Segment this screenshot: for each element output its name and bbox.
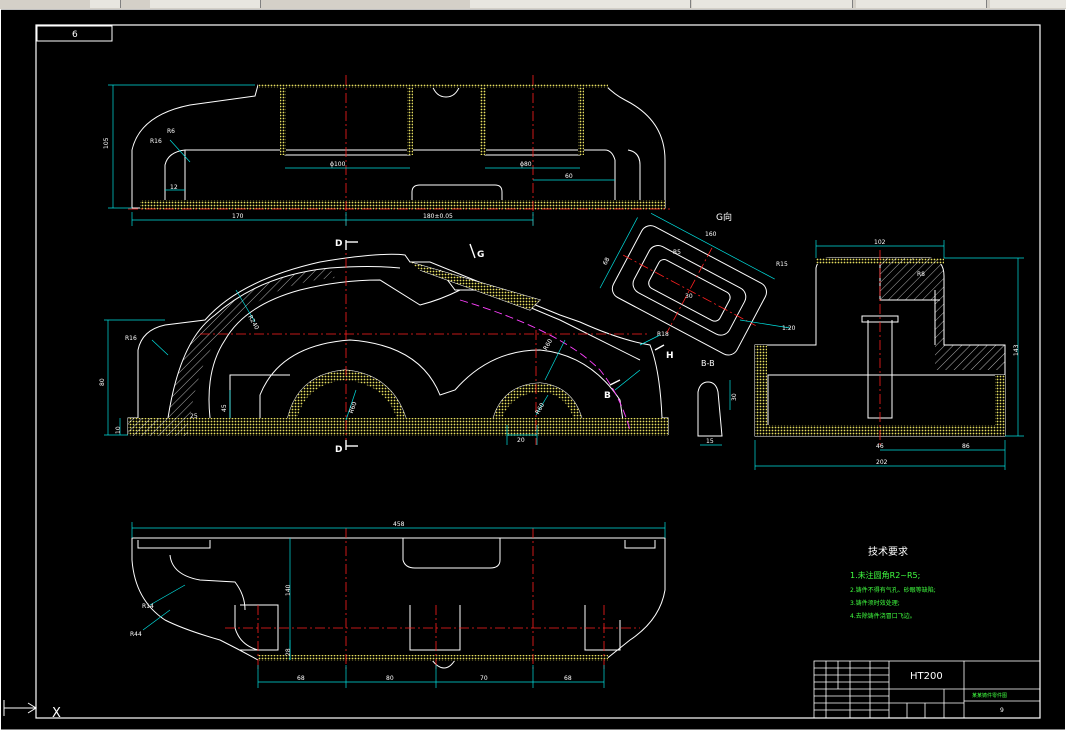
svg-text:68: 68 bbox=[564, 675, 572, 682]
front-view-hidden-lines bbox=[459, 299, 631, 431]
sheet-number: 6 bbox=[72, 30, 78, 40]
svg-text:68: 68 bbox=[297, 675, 305, 682]
tech-title: 技术要求 bbox=[868, 545, 908, 558]
svg-text:60: 60 bbox=[565, 173, 573, 180]
ucs-x-label: X bbox=[52, 706, 61, 721]
svg-text:30: 30 bbox=[731, 393, 738, 401]
bb-section bbox=[697, 319, 791, 446]
tech-item-4: 4.去除铸件浇冒口飞边。 bbox=[850, 612, 916, 620]
svg-text:B-B: B-B bbox=[701, 359, 715, 368]
g-view bbox=[599, 213, 775, 356]
svg-text:D: D bbox=[335, 239, 342, 249]
ucs-icon bbox=[3, 700, 37, 716]
svg-text:46: 46 bbox=[876, 443, 884, 450]
svg-text:12: 12 bbox=[170, 184, 178, 191]
front-view-texts: R16 80 10 45 25 R240 R60 R60 R60 R18 20 bbox=[99, 314, 669, 444]
section-letter-labels: D D G H B bbox=[335, 239, 674, 455]
svg-text:10: 10 bbox=[115, 426, 122, 434]
svg-text:R6: R6 bbox=[167, 128, 175, 135]
tech-item-2: 2.铸件不得有气孔、砂眼等缺陷; bbox=[850, 586, 936, 594]
svg-text:R16: R16 bbox=[125, 335, 137, 342]
title-block bbox=[813, 660, 1041, 719]
svg-text:R5: R5 bbox=[673, 249, 681, 256]
svg-text:140: 140 bbox=[285, 584, 292, 596]
svg-text:102: 102 bbox=[874, 239, 886, 246]
svg-text:R60: R60 bbox=[348, 401, 359, 415]
bottom-view bbox=[131, 537, 666, 669]
tech-item-1: 1.未注圆角R2~R5; bbox=[850, 570, 920, 580]
svg-text:R16: R16 bbox=[150, 138, 162, 145]
svg-text:143: 143 bbox=[1013, 344, 1020, 356]
svg-text:160: 160 bbox=[705, 231, 717, 238]
title-block-sheet: 9 bbox=[1000, 707, 1004, 714]
svg-text:R60: R60 bbox=[542, 338, 554, 352]
right-view-dimensions bbox=[754, 240, 1024, 470]
svg-text:70: 70 bbox=[480, 675, 488, 682]
svg-text:ϕ100: ϕ100 bbox=[330, 161, 346, 168]
svg-text:R18: R18 bbox=[657, 331, 669, 338]
toolbar-color-dropdown[interactable] bbox=[692, 0, 853, 8]
svg-text:86: 86 bbox=[962, 443, 970, 450]
toolbar-button-group-1[interactable] bbox=[90, 0, 121, 8]
title-block-name: 某某铸件零件图 bbox=[972, 692, 1007, 699]
toolbar-button-group-3[interactable] bbox=[470, 0, 531, 8]
toolbar-layer-dropdown[interactable] bbox=[530, 0, 691, 8]
bb-section-texts: B-B 15 30 1:20 bbox=[701, 325, 796, 445]
svg-text:15: 15 bbox=[706, 438, 714, 445]
svg-text:R15: R15 bbox=[776, 261, 788, 268]
bottom-view-centerlines bbox=[225, 528, 640, 670]
command-line[interactable] bbox=[0, 730, 1066, 735]
svg-text:H: H bbox=[666, 351, 674, 361]
toolbar-button-group-2[interactable] bbox=[150, 0, 261, 8]
top-view bbox=[131, 84, 666, 210]
sheet-number-box bbox=[36, 25, 113, 42]
svg-text:25: 25 bbox=[190, 413, 198, 420]
section-markers bbox=[345, 240, 665, 450]
svg-text:170: 170 bbox=[232, 213, 244, 220]
g-view-texts: G向 160 68 R5 R15 30 bbox=[602, 211, 788, 300]
svg-text:30: 30 bbox=[685, 293, 693, 300]
svg-text:R44: R44 bbox=[130, 631, 142, 638]
top-view-centerlines bbox=[128, 75, 670, 225]
svg-text:80: 80 bbox=[99, 378, 106, 386]
front-view bbox=[127, 253, 669, 436]
title-block-material: HT200 bbox=[910, 671, 943, 682]
svg-text:R8: R8 bbox=[917, 271, 925, 278]
front-view-dimensions bbox=[104, 289, 661, 445]
tech-item-3: 3.铸件须时效处理; bbox=[850, 599, 900, 607]
tech-requirements: 技术要求 1.未注圆角R2~R5; 2.铸件不得有气孔、砂眼等缺陷; 3.铸件须… bbox=[850, 545, 936, 620]
toolbar-lineweight-dropdown[interactable] bbox=[990, 0, 1066, 8]
svg-text:45: 45 bbox=[221, 404, 228, 412]
svg-text:G向: G向 bbox=[716, 211, 732, 223]
svg-text:202: 202 bbox=[876, 459, 888, 466]
bottom-view-dimensions bbox=[131, 522, 666, 688]
svg-text:1:20: 1:20 bbox=[782, 325, 796, 332]
svg-text:B: B bbox=[604, 391, 611, 401]
front-view-centerlines bbox=[200, 240, 650, 445]
svg-text:ϕ80: ϕ80 bbox=[520, 161, 532, 168]
toolbar-linetype-dropdown[interactable] bbox=[856, 0, 987, 8]
top-view-dimension-texts: 170 180±0.05 ϕ100 ϕ80 105 R16 R6 12 60 bbox=[103, 128, 573, 220]
svg-text:180±0.05: 180±0.05 bbox=[423, 213, 453, 220]
svg-text:G: G bbox=[477, 250, 484, 260]
svg-text:D: D bbox=[335, 445, 342, 455]
svg-text:105: 105 bbox=[103, 137, 110, 149]
drawing-canvas[interactable]: 6 170 180±0.05 ϕ100 bbox=[0, 9, 1066, 730]
sheet-border-inner bbox=[35, 24, 1041, 719]
right-view-texts: 102 143 R8 46 86 202 bbox=[874, 239, 1020, 466]
svg-text:20: 20 bbox=[517, 437, 525, 444]
svg-text:68: 68 bbox=[602, 256, 612, 266]
svg-text:R240: R240 bbox=[246, 314, 260, 331]
svg-text:458: 458 bbox=[393, 521, 405, 528]
svg-text:28: 28 bbox=[285, 648, 292, 656]
top-view-dimensions bbox=[108, 84, 615, 226]
bottom-view-texts: 458 140 28 68 80 70 68 R14 R44 bbox=[130, 521, 572, 682]
svg-text:R14: R14 bbox=[142, 603, 154, 610]
svg-text:80: 80 bbox=[386, 675, 394, 682]
